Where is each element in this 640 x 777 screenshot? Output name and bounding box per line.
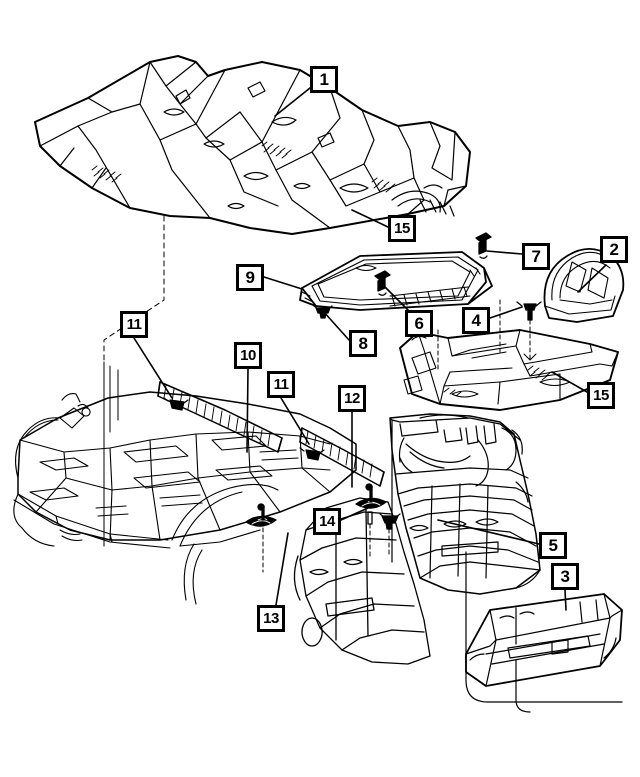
callout-11-rear[interactable]: 11 <box>267 371 295 398</box>
leader-15b <box>551 371 588 393</box>
callout-15-rear[interactable]: 15 <box>587 382 615 409</box>
leader-2 <box>577 264 607 293</box>
leader-5 <box>437 519 540 545</box>
part-sill-scuff-plate-10 <box>157 381 283 453</box>
alignment-line-1 <box>103 215 165 547</box>
leader-9 <box>263 276 303 290</box>
leader-6 <box>382 284 409 311</box>
leader-10 <box>246 368 249 453</box>
leader-4 <box>489 306 523 319</box>
fastener-screw-7 <box>475 232 492 259</box>
leader-1 <box>274 87 311 117</box>
leader-13 <box>275 532 289 606</box>
part-cargo-floor-detail <box>301 256 481 307</box>
callout-3[interactable]: 3 <box>551 563 579 590</box>
callout-6[interactable]: 6 <box>405 310 433 337</box>
leader-8 <box>322 310 350 341</box>
callout-11-front[interactable]: 11 <box>120 311 148 338</box>
fastener-pushpin-4 <box>516 301 542 321</box>
fastener-grommet-14 <box>355 483 387 525</box>
part-rear-sill-trim-detail <box>465 593 623 687</box>
fastener-clip-11b <box>299 447 325 461</box>
leader-3 <box>564 589 567 611</box>
part-rear-floor-carpet-detail <box>399 329 619 405</box>
part-front-floor-carpet <box>34 55 471 235</box>
callout-13[interactable]: 13 <box>257 605 285 632</box>
part-rear-floor-pan <box>389 413 541 595</box>
callout-8[interactable]: 8 <box>349 330 377 357</box>
part-rear-quarter-inner <box>389 414 541 589</box>
leader-11a <box>133 337 173 399</box>
callout-15-front[interactable]: 15 <box>388 215 416 242</box>
part-body-floor-pan-detail <box>13 393 331 605</box>
part-rear-floor-carpet <box>399 329 619 411</box>
leader-15a <box>351 209 389 228</box>
leader-7 <box>486 250 523 255</box>
fastener-grommet-13 <box>245 503 277 527</box>
part-sill-scuff-plate-10-ribs <box>163 384 271 447</box>
fastener-screw-6 <box>374 270 391 296</box>
callout-1[interactable]: 1 <box>310 66 338 93</box>
part-sill-scuff-plate-12 <box>299 427 385 487</box>
callout-14[interactable]: 14 <box>313 508 341 535</box>
leader-11b <box>280 397 310 445</box>
callout-5[interactable]: 5 <box>539 532 567 559</box>
part-front-carpet-detail <box>39 61 467 229</box>
part-sill-scuff-plate-12-ribs <box>305 430 373 478</box>
part-body-floor-pan <box>17 391 357 541</box>
connector-curve <box>465 551 623 703</box>
callout-4[interactable]: 4 <box>462 307 490 334</box>
callout-2[interactable]: 2 <box>600 236 628 263</box>
part-rear-sill-trim <box>465 593 623 687</box>
callout-9[interactable]: 9 <box>236 264 264 291</box>
fastener-clip-11a <box>163 397 189 411</box>
callout-7[interactable]: 7 <box>522 243 550 270</box>
connector-curve-2 <box>515 659 531 713</box>
callout-12[interactable]: 12 <box>338 385 366 412</box>
callout-10[interactable]: 10 <box>234 342 262 369</box>
